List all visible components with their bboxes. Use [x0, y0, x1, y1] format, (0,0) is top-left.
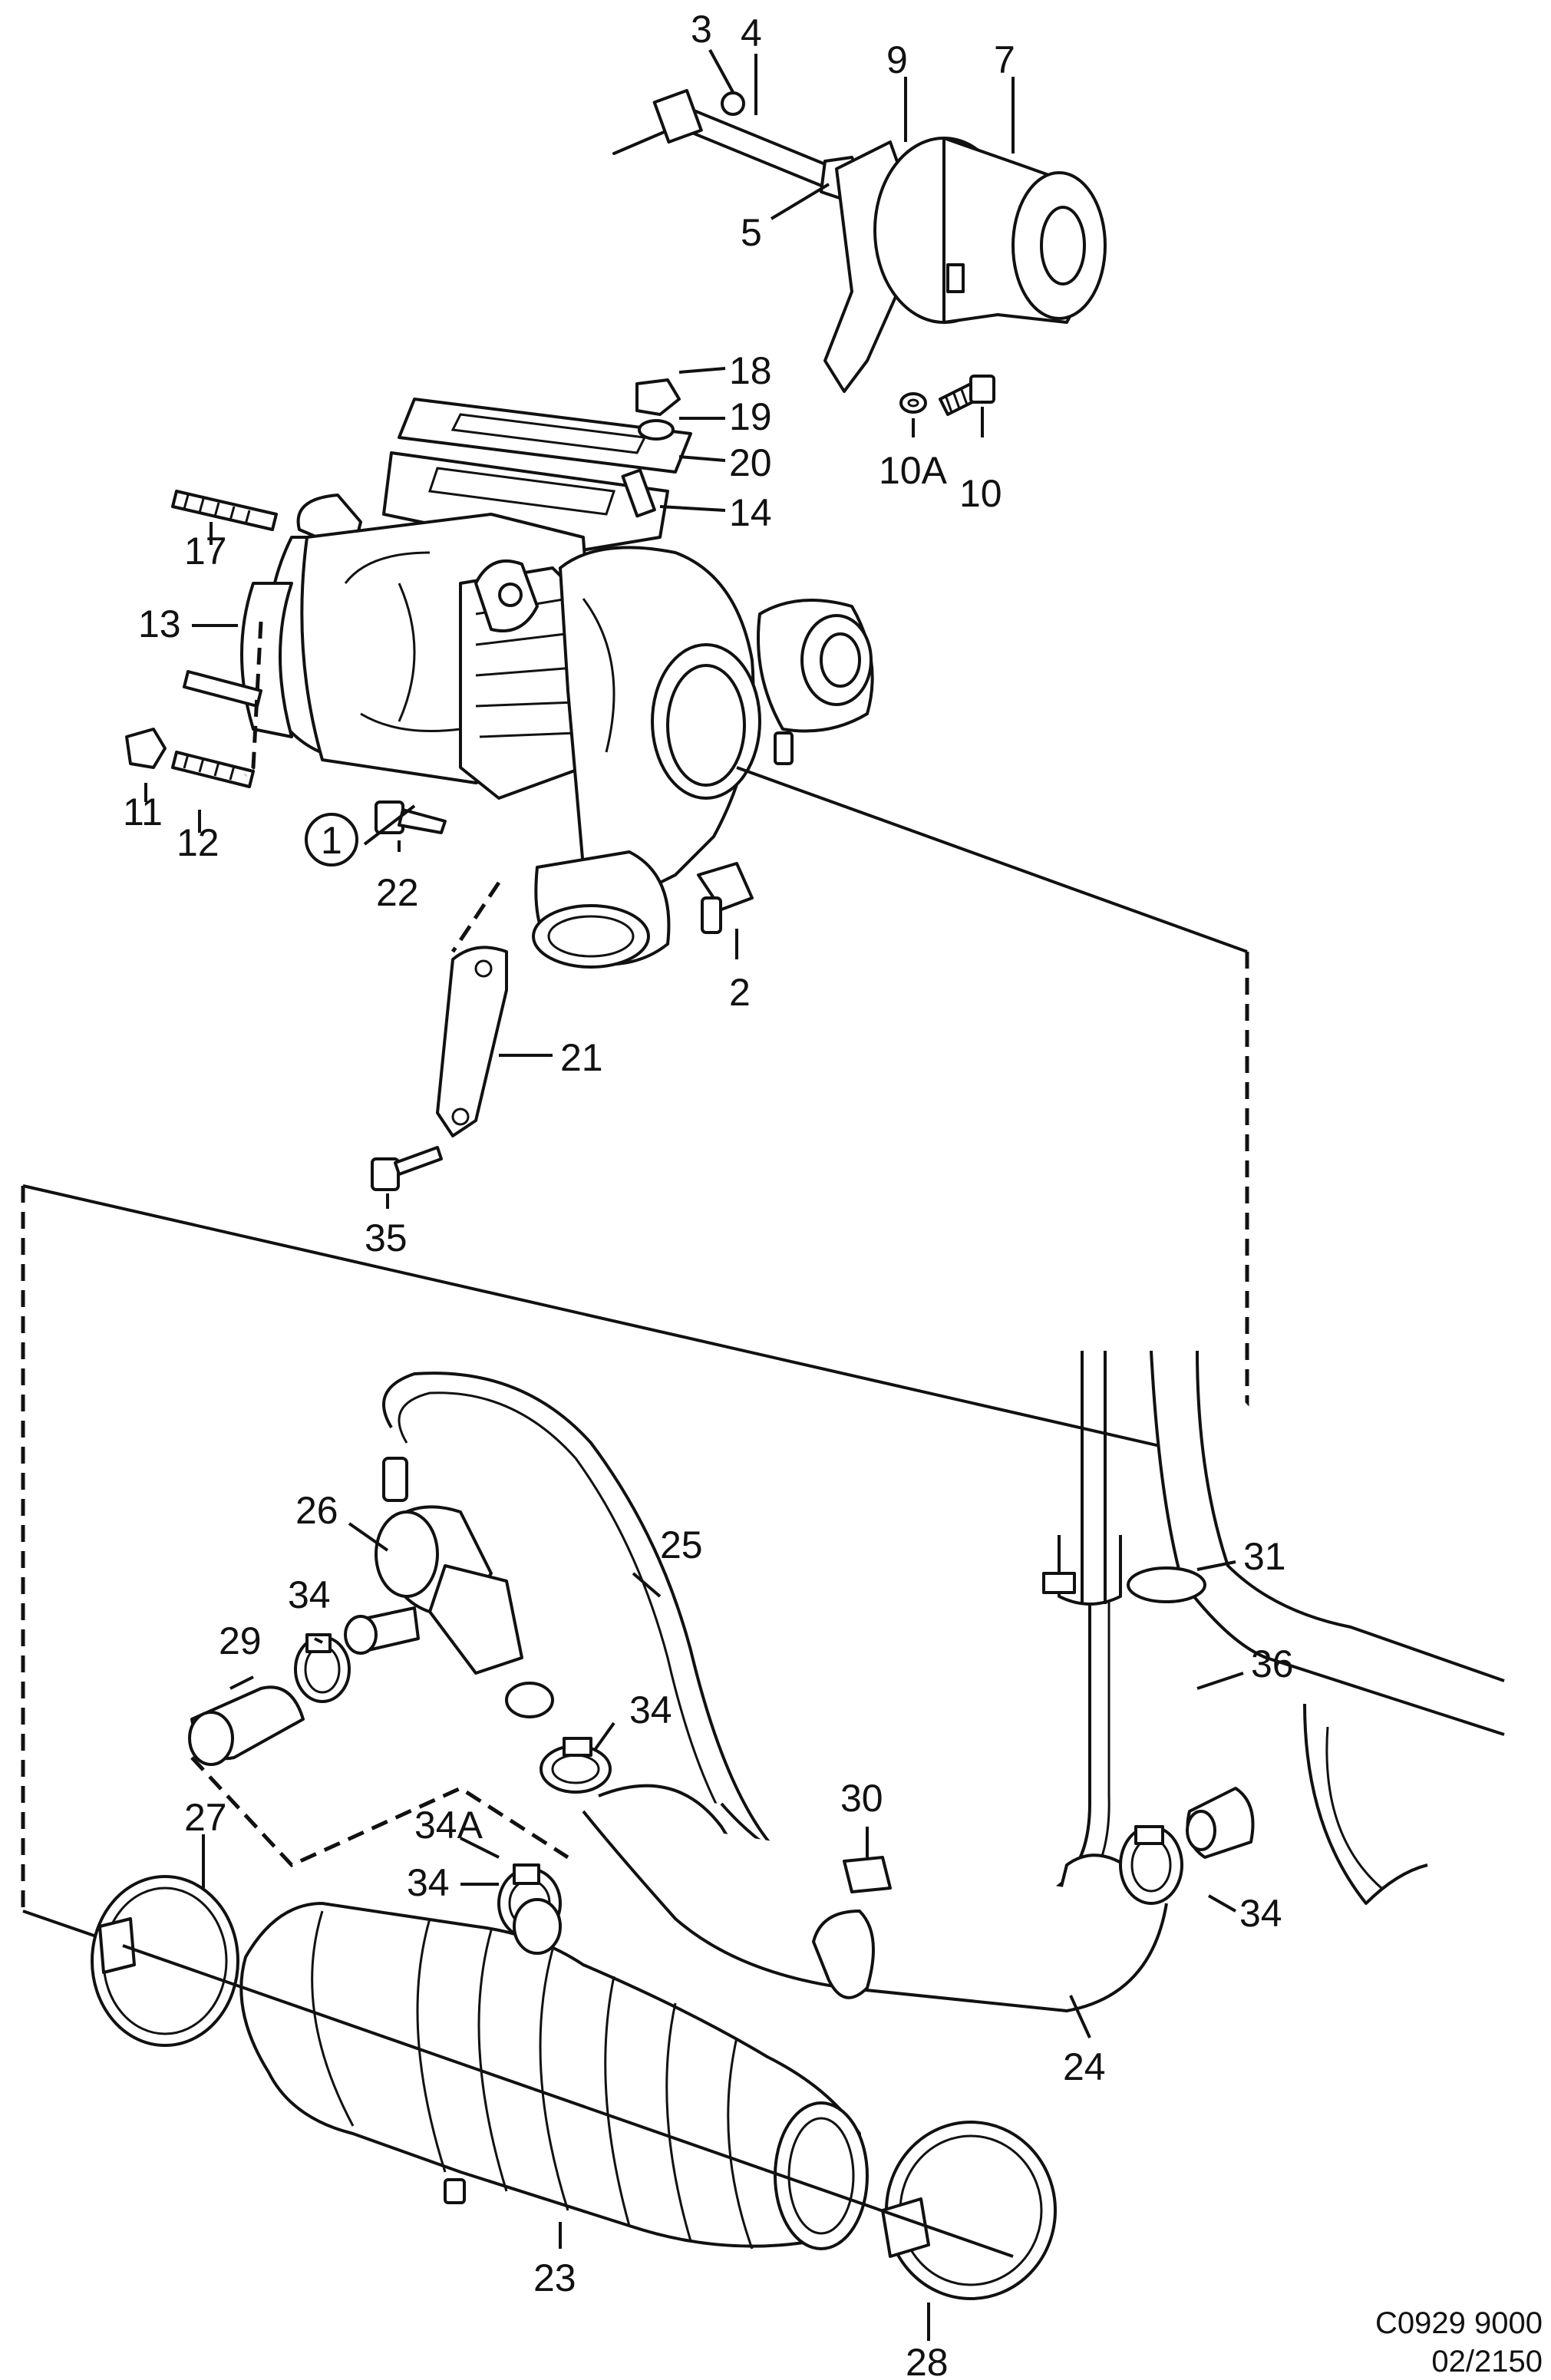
label-25: 25 — [660, 1523, 703, 1566]
label-2: 2 — [729, 971, 751, 1014]
nut-18-icon — [635, 378, 681, 416]
label-14: 14 — [729, 491, 772, 534]
label-21: 21 — [560, 1036, 603, 1079]
label-31: 31 — [1243, 1535, 1286, 1578]
label-17: 17 — [184, 530, 227, 573]
label-34-mid: 34 — [629, 1688, 672, 1731]
label-34-upper: 34 — [288, 1573, 331, 1616]
label-34-right: 34 — [1239, 1892, 1282, 1935]
turbocharger-group — [125, 378, 874, 1191]
wastegate-actuator-group — [612, 88, 1107, 416]
washer-3-icon — [721, 91, 745, 116]
label-34-lower: 34 — [407, 1861, 450, 1904]
clip-30-icon — [843, 1856, 892, 1893]
drawing-code: C0929 9000 — [1375, 2306, 1543, 2340]
label-19: 19 — [729, 395, 772, 438]
clamp-31-icon — [1127, 1566, 1206, 1603]
label-12: 12 — [177, 821, 219, 864]
label-22: 22 — [376, 871, 419, 914]
label-36: 36 — [1251, 1642, 1294, 1685]
drawing-ref: 02/2150 — [1431, 2345, 1543, 2378]
label-18: 18 — [729, 349, 772, 392]
label-10: 10 — [959, 472, 1002, 515]
bracket-21-icon — [436, 946, 508, 1137]
label-13: 13 — [138, 602, 181, 645]
stud-17-icon — [171, 490, 278, 531]
nut-11-icon — [125, 728, 167, 769]
drawing-reference: C0929 9000 02/2150 — [1375, 2306, 1543, 2378]
label-7: 7 — [994, 38, 1015, 81]
label-30: 30 — [840, 1777, 883, 1820]
callout-labels: 3 4 9 7 5 18 19 20 14 10A 10 17 13 11 12… — [123, 8, 1294, 2380]
gasket-20-icon — [398, 398, 692, 474]
label-28: 28 — [906, 2341, 949, 2380]
label-24: 24 — [1063, 2045, 1106, 2088]
label-20: 20 — [729, 441, 772, 484]
label-1: 1 — [321, 819, 342, 862]
label-27: 27 — [184, 1796, 227, 1839]
label-23: 23 — [533, 2256, 576, 2299]
label-3: 3 — [691, 8, 712, 51]
washer-19-icon — [638, 419, 675, 441]
label-4: 4 — [741, 12, 762, 54]
washer-10a-icon — [899, 392, 927, 414]
label-26: 26 — [295, 1489, 338, 1532]
label-1-circled: 1 — [305, 813, 358, 867]
label-35: 35 — [365, 1216, 408, 1259]
label-29: 29 — [219, 1619, 262, 1662]
label-5: 5 — [741, 211, 762, 254]
label-10a: 10A — [879, 449, 948, 492]
intake-hoses-group — [21, 766, 1505, 2300]
label-9: 9 — [886, 38, 908, 81]
actuator-nipple-icon — [946, 263, 965, 293]
label-11: 11 — [123, 791, 163, 833]
stud-12-icon — [171, 751, 255, 788]
label-34a: 34A — [414, 1804, 483, 1847]
leader-lines — [144, 49, 1244, 2341]
